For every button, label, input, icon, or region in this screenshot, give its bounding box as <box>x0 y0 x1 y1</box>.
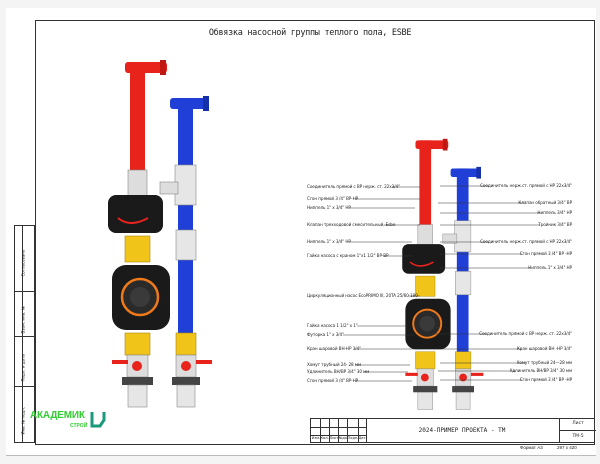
revision-column-header: Кол.уч <box>320 436 330 440</box>
right-callout: Кран шаровой ВН -НР 3/4" <box>516 346 572 351</box>
left-callout: Ниппель 1" х 3/4" НР <box>307 205 351 210</box>
right-callout: Хомут трубный 24—28 мм <box>516 360 572 365</box>
left-callout: Ниппель 1" х 3/4" НР <box>307 239 351 244</box>
left-callout: Кран шаровой ВН-НР 3/4" <box>307 346 361 351</box>
paper-size: 297 х 420 <box>557 445 577 450</box>
left-callout: Циркуляционный насос EcoPRIMO III, 20TA … <box>307 293 418 298</box>
paper-format: Формат А3 <box>520 445 543 450</box>
stamp-signature-date: Подп. и дата <box>20 354 26 382</box>
logo-sub: СТРОЙ <box>70 423 88 429</box>
left-callout: Соединитель прямой с ВР нерж. ст. 22х3/4… <box>307 184 400 189</box>
left-callout: Сгон прямой 3 /4" ВР-НР <box>307 378 359 383</box>
paper <box>6 8 596 456</box>
right-callout: Ниппель 3/4" НР <box>537 210 572 215</box>
right-callout: Ниппель 1" х 3/4" НР <box>528 265 572 270</box>
stamp-inventory: Инв. № подл. <box>20 406 26 435</box>
right-callout: Сгон прямой 3 /4" ВР -НР <box>519 251 572 256</box>
stamp-agreed: Согласовано <box>20 249 26 277</box>
approval-stamp: Согласовано Взам. инв. № Подп. и дата Ин… <box>14 225 35 443</box>
logo: АКАДЕМИК <box>30 410 85 421</box>
revision-column-header: Дата <box>358 436 367 440</box>
left-callout: Сгон прямой 3 /4" ВР-НР <box>307 196 359 201</box>
left-callout: Гайка насоса 1 1/2" х 1" <box>307 323 358 328</box>
revision-column-header: Подп. <box>347 436 359 440</box>
left-assembly-3d <box>106 58 214 409</box>
left-callout: Футорка 1" х 3/4" <box>307 332 344 337</box>
right-callout: Соединитель прямой с ВР нерж. ст. 22х3/4… <box>479 331 572 336</box>
title-block: Изм.Кол.учЛист№док.Подп.Дата 2024-ПРИМЕР… <box>310 418 596 443</box>
drawing-frame <box>35 20 595 445</box>
revision-column-header: Лист <box>329 436 339 440</box>
revision-column-header: №док. <box>338 436 348 440</box>
right-callout: Соединитель нерж.ст. прямой с НР 22х3/4" <box>480 183 572 188</box>
left-callout: Удлинитель ВН/ВР 3/4" 30 мм <box>307 369 370 374</box>
project-code: 2024-ПРИМЕР ПРОЕКТА - ТМ <box>418 427 506 434</box>
right-assembly-3d <box>401 137 485 411</box>
right-callout: Удлинитель ВН/ВР 3/4" 30 мм <box>509 368 572 373</box>
stamp-replacement: Взам. инв. № <box>20 306 26 334</box>
revision-column-header: Изм. <box>311 436 321 440</box>
right-callout: Соединитель нерж.ст. прямой с НР 22х3/4" <box>480 239 572 244</box>
right-callout: Тройник 3/4" ВР <box>538 222 572 227</box>
left-callout: Клапан трехходовой смесительный, Esbe <box>307 222 396 227</box>
sheet-label: Лист <box>572 421 584 426</box>
right-callout: Сгон прямой 3 /4" ВР -НР <box>519 377 572 382</box>
drawing-title: Обвязка насосной группы теплого пола, ES… <box>208 28 412 38</box>
left-callout: Хомут трубный 24- 28 мм <box>307 362 361 367</box>
sheet-number: ТМ-5 <box>572 434 584 439</box>
right-callout: Клапан обратный 3/4" ВР <box>518 200 572 205</box>
leader-lines <box>342 185 541 382</box>
left-callout: Гайка насоса с краном 1"х1 1/2" ВР-ВР <box>307 253 389 258</box>
